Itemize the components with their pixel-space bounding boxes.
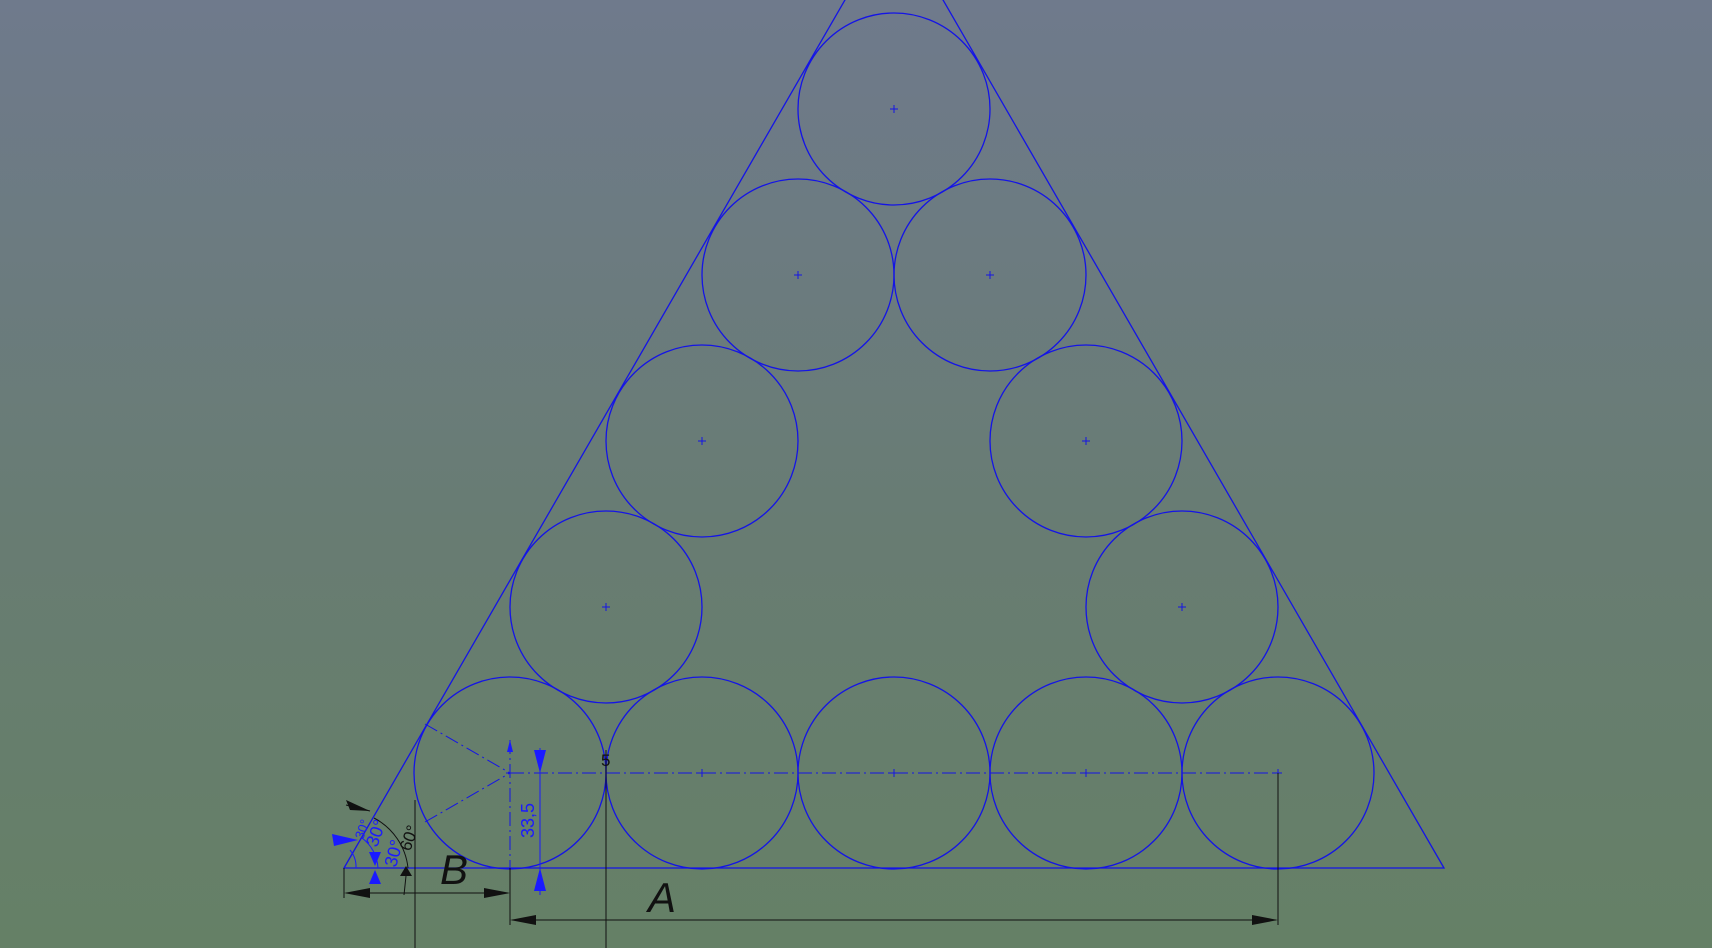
outer-triangle[interactable] xyxy=(342,0,1446,869)
circle-group xyxy=(413,12,1375,870)
angle-arc-60 xyxy=(373,817,409,869)
dim-a-arrow-left xyxy=(510,915,536,925)
angle-leader-right xyxy=(403,875,407,896)
dim-33-5-arrow-bottom xyxy=(534,868,546,891)
dim-b-arrow-right xyxy=(484,888,510,898)
circle-6[interactable] xyxy=(509,510,703,704)
angle-label-30-c[interactable]: 30° xyxy=(352,817,373,841)
angle-arrow-blue-bottom xyxy=(369,870,381,884)
construction-line-upper xyxy=(424,723,511,774)
dim-b-arrow-left xyxy=(344,888,370,898)
dim-33-5-arrow-top xyxy=(534,750,546,773)
angle-arrow-blue-left xyxy=(332,834,358,846)
angle-arc-30-b xyxy=(349,849,357,869)
circle-5[interactable] xyxy=(989,344,1183,538)
label-a[interactable]: A xyxy=(645,874,676,921)
construction-line-lower xyxy=(424,772,511,823)
angle-arc-30-a xyxy=(361,837,379,869)
circle-4[interactable] xyxy=(605,344,799,538)
dim-a-arrow-right xyxy=(1252,915,1278,925)
circle-7[interactable] xyxy=(1085,510,1279,704)
angle-arrow-top xyxy=(346,800,370,811)
angle-arrow-right xyxy=(400,866,412,876)
angle-label-30-a[interactable]: 30° xyxy=(381,838,407,869)
angle-leader-top xyxy=(345,804,371,812)
label-b[interactable]: B xyxy=(440,846,468,893)
dim-5-label[interactable]: 5 xyxy=(601,751,610,770)
circle-1[interactable] xyxy=(797,12,991,206)
dim-33-5-label[interactable]: 33,5 xyxy=(518,803,538,838)
angle-arrow-blue-low xyxy=(369,852,381,866)
circle-3[interactable] xyxy=(893,178,1087,372)
centerline-arrow-top xyxy=(507,740,513,752)
